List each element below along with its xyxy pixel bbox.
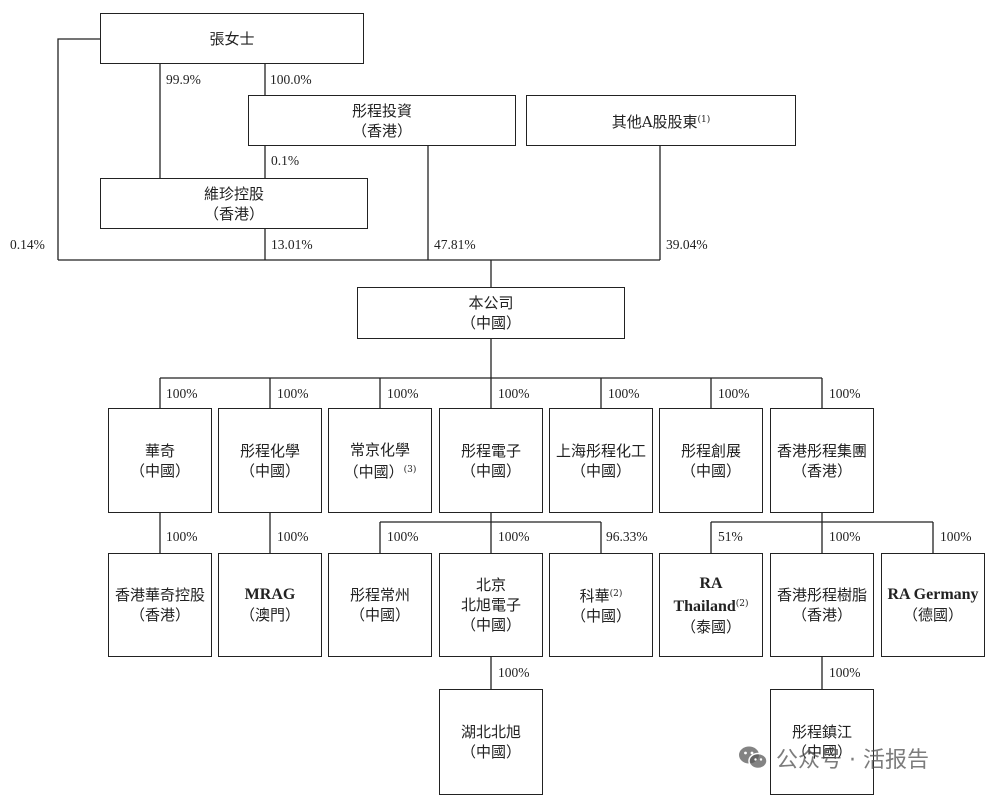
node-hk-huaqi-holdings-region: （香港） (129, 606, 190, 624)
node-tongcheng-zhenjiang-name: 彤程鎮江 (791, 723, 852, 741)
node-shanghai-tongcheng-chemical-name: 上海彤程化工 (555, 441, 646, 460)
node-huaqi: 華奇 （中國） (108, 408, 212, 513)
note-marker: (2) (735, 598, 749, 609)
node-ra-germany-region: （德國） (902, 606, 963, 624)
node-hk-huaqi-holdings-name: 香港華奇控股 (114, 586, 205, 604)
pct-electronics-beixu: 100% (498, 529, 530, 544)
node-hk-tongcheng-resin-region: （香港） (791, 606, 852, 624)
node-tongcheng-zhenjiang-region: （中國） (791, 743, 852, 761)
node-weizhen-holdings-region: （香港） (203, 204, 264, 223)
pct-huaqi-hkhuaqi: 100% (166, 529, 198, 544)
node-hubei-beixu-region: （中國） (460, 743, 521, 761)
pct-resin-zhenjiang: 100% (829, 665, 861, 680)
node-tongcheng-electronics: 彤程電子 （中國） (439, 408, 543, 513)
node-changjing-chemical-name: 常京化學 (349, 440, 410, 459)
pct-zhang-company: 0.14% (10, 237, 45, 252)
watermark: 公众号 · 活报告 (738, 742, 929, 774)
node-ra-germany: RA Germany （德國） (881, 553, 985, 657)
node-hk-tongcheng-resin: 香港彤程樹脂 （香港） (770, 553, 874, 657)
node-changjing-chemical: 常京化學 （中國）(3) (328, 408, 432, 513)
pct-weizhen-company: 13.01% (271, 237, 313, 252)
node-kehua-name: 科華 (579, 587, 610, 605)
node-tongcheng-investment-region: （香港） (351, 121, 412, 140)
pct-zhang-investment: 100.0% (270, 72, 312, 87)
node-beijing-beixu-electronics-line1: 北京 (475, 576, 506, 594)
pct-company-changjing: 100% (387, 386, 419, 401)
node-tongcheng-investment-name: 彤程投資 (351, 101, 412, 120)
pct-company-hkgroup: 100% (829, 386, 861, 401)
node-other-a-shareholders-name: 其他A股股東 (611, 112, 698, 131)
node-kehua-region: （中國） (570, 607, 631, 625)
pct-chemical-mrag: 100% (277, 529, 309, 544)
node-kehua: 科華(2) （中國） (549, 553, 653, 657)
node-zhang: 張女士 (100, 13, 364, 64)
node-ra-thailand-region: （泰國） (680, 617, 741, 636)
node-ra-thailand-line1: RA (699, 574, 723, 592)
node-tongcheng-chuangzhan-name: 彤程創展 (680, 441, 741, 460)
node-tongcheng-changzhou-region: （中國） (349, 606, 410, 624)
node-huaqi-region: （中國） (129, 461, 190, 480)
node-tongcheng-electronics-region: （中國） (460, 461, 521, 480)
node-tongcheng-chuangzhan: 彤程創展 （中國） (659, 408, 763, 513)
note-marker: (2) (609, 589, 623, 599)
pct-company-huaqi: 100% (166, 386, 198, 401)
node-tongcheng-electronics-name: 彤程電子 (460, 441, 521, 460)
node-huaqi-name: 華奇 (144, 441, 175, 460)
node-weizhen-holdings: 維珍控股 （香港） (100, 178, 368, 229)
node-tongcheng-chemical-region: （中國） (239, 461, 300, 480)
pct-electronics-changzhou: 100% (387, 529, 419, 544)
node-zhang-name: 張女士 (209, 29, 255, 48)
node-hk-tongcheng-resin-name: 香港彤程樹脂 (776, 586, 867, 604)
node-weizhen-holdings-name: 維珍控股 (203, 184, 264, 203)
pct-company-chuangzhan: 100% (718, 386, 750, 401)
node-tongcheng-zhenjiang: 彤程鎮江 （中國） (770, 689, 874, 795)
pct-company-chemical: 100% (277, 386, 309, 401)
note-marker: (3) (403, 464, 417, 475)
node-tongcheng-chuangzhan-region: （中國） (680, 461, 741, 480)
pct-zhang-weizhen: 99.9% (166, 72, 201, 87)
node-hk-tongcheng-group: 香港彤程集團 （香港） (770, 408, 874, 513)
node-hubei-beixu-name: 湖北北旭 (460, 723, 521, 741)
node-hk-tongcheng-group-region: （香港） (791, 461, 852, 480)
watermark-text: 公众号 · 活报告 (776, 748, 929, 773)
node-ra-thailand: RA Thailand(2) （泰國） (659, 553, 763, 657)
node-hk-huaqi-holdings: 香港華奇控股 （香港） (108, 553, 212, 657)
wechat-icon (739, 746, 768, 770)
node-shanghai-tongcheng-chemical-region: （中國） (570, 461, 631, 480)
node-mrag-region: （澳門） (239, 606, 300, 624)
note-marker: (1) (697, 114, 711, 125)
pct-beixu-hubei: 100% (498, 665, 530, 680)
node-mrag-name: MRAG (244, 586, 296, 603)
node-tongcheng-chemical-name: 彤程化學 (239, 441, 300, 460)
node-hk-tongcheng-group-name: 香港彤程集團 (776, 441, 867, 460)
node-beijing-beixu-electronics-region: （中國） (460, 616, 521, 634)
node-company: 本公司 （中國） (357, 287, 625, 339)
node-company-name: 本公司 (468, 294, 514, 312)
node-ra-germany-name: RA Germany (887, 586, 979, 603)
node-changjing-chemical-region: （中國） (343, 462, 404, 481)
node-tongcheng-investment: 彤程投資 （香港） (248, 95, 516, 146)
node-ra-thailand-line2: Thailand (673, 597, 736, 615)
pct-company-electronics: 100% (498, 386, 530, 401)
pct-investment-company: 47.81% (434, 237, 476, 252)
pct-other-company: 39.04% (666, 237, 708, 252)
node-beijing-beixu-electronics-line2: 北旭電子 (460, 596, 521, 614)
pct-hkgroup-thailand: 51% (718, 529, 743, 544)
node-tongcheng-changzhou-name: 彤程常州 (349, 586, 410, 604)
pct-hkgroup-resin: 100% (829, 529, 861, 544)
pct-hkgroup-germany: 100% (940, 529, 972, 544)
node-hubei-beixu: 湖北北旭 （中國） (439, 689, 543, 795)
node-company-region: （中國） (460, 314, 521, 332)
node-shanghai-tongcheng-chemical: 上海彤程化工 （中國） (549, 408, 653, 513)
pct-company-shanghai: 100% (608, 386, 640, 401)
pct-electronics-kehua: 96.33% (606, 529, 648, 544)
pct-investment-weizhen: 0.1% (271, 153, 300, 168)
node-other-a-shareholders: 其他A股股東(1) (526, 95, 796, 146)
node-tongcheng-changzhou: 彤程常州 （中國） (328, 553, 432, 657)
node-mrag: MRAG （澳門） (218, 553, 322, 657)
node-beijing-beixu-electronics: 北京 北旭電子 （中國） (439, 553, 543, 657)
node-tongcheng-chemical: 彤程化學 （中國） (218, 408, 322, 513)
